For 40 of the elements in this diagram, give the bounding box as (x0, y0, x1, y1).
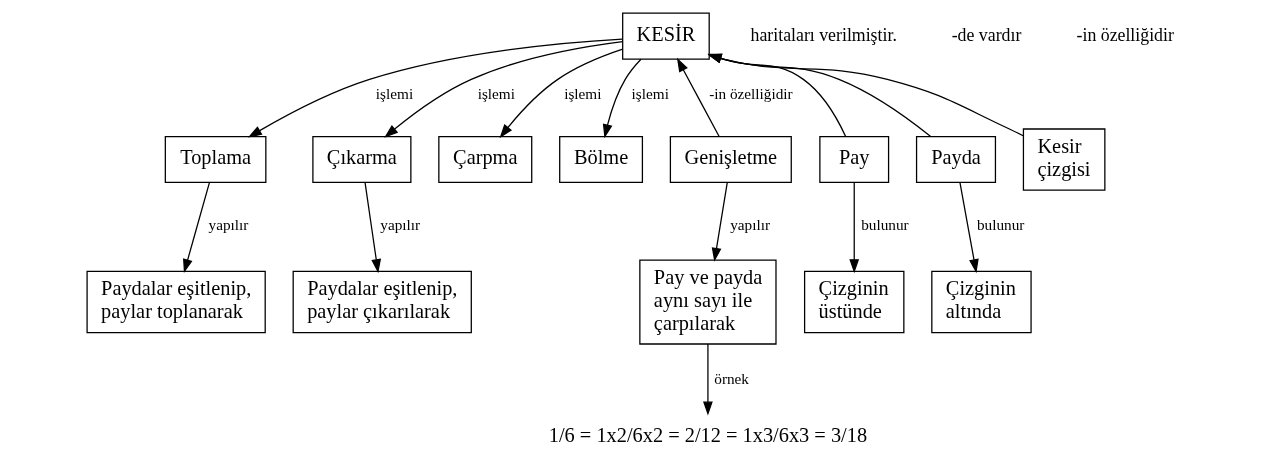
label: haritaları verilmiştir. (750, 24, 897, 45)
edge-label: bulunur (977, 215, 1025, 233)
arrow (183, 182, 211, 274)
edge-label: işlemi (375, 84, 414, 102)
node-box: Çizginin altında (931, 270, 1032, 334)
edge-label: işlemi (564, 84, 602, 102)
arrow (676, 57, 720, 137)
edge-label: yapılır (730, 215, 770, 233)
node-box: Genişletme (669, 136, 792, 184)
node-text: 1/6 = 1x2/6x2 = 2/12 = 1x3/6x3 = 3/18 (548, 423, 868, 446)
arrow (384, 40, 624, 138)
arrow (602, 58, 642, 139)
edge-label: yapılır (208, 215, 249, 233)
arrow (364, 182, 382, 274)
arrow (959, 182, 979, 274)
node-box: Payda (915, 136, 997, 184)
arrow (703, 343, 713, 416)
node-box: Toplama (164, 136, 267, 184)
node-box: Pay (819, 136, 890, 184)
arrow (849, 182, 860, 274)
arrow (247, 38, 623, 138)
node-box: Çıkarma (312, 136, 412, 184)
node-box: Çarpma (438, 136, 533, 184)
node-box: KESİR (622, 12, 710, 60)
node-box: Kesir çizgisi (1022, 128, 1106, 191)
edge-label: işlemi (477, 84, 515, 102)
node-box: Pay ve payda aynı sayı ile çarpılarak (639, 259, 777, 345)
arrow (499, 48, 624, 139)
label: -in özelliğidir (1076, 24, 1174, 45)
edge-label: işlemi (631, 84, 669, 102)
arrow (711, 182, 728, 262)
edge-label: -in özelliğidir (709, 84, 793, 102)
edge-label: yapılır (380, 215, 421, 233)
node-box: Paydalar eşitlenip, paylar toplanarak (86, 270, 266, 334)
node-box: Paydalar eşitlenip, paylar çıkarılarak (292, 270, 472, 334)
label: -de vardır (951, 24, 1022, 45)
node-box: Bölme (559, 136, 644, 184)
node-box: Çizginin üstünde (803, 270, 905, 334)
edge-label: bulunur (861, 215, 909, 233)
edge-label: örnek (714, 369, 750, 387)
